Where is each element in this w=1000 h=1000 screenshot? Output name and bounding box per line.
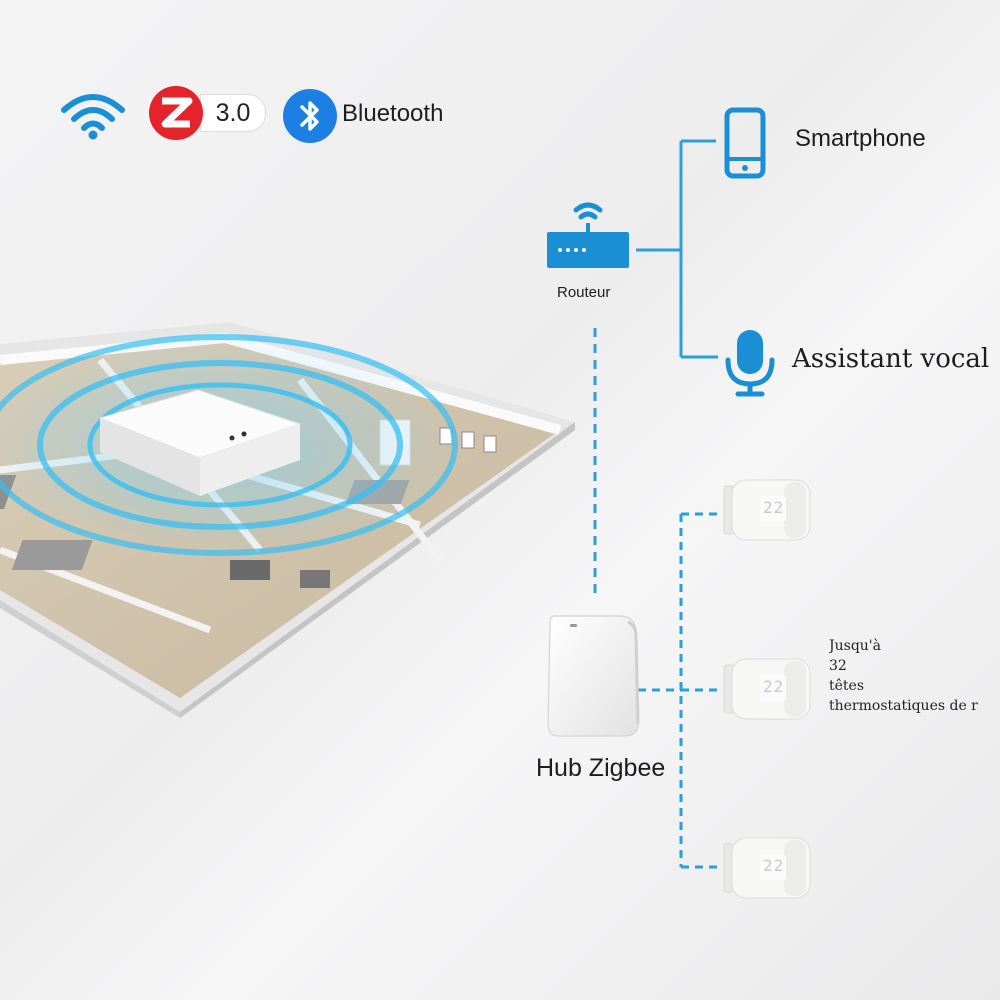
thermostat-icon [723,479,811,541]
hub-label: Hub Zigbee [536,754,666,782]
caption-line: thermostatiques de r [829,698,978,714]
thermostat-display: 22 [763,856,785,875]
house-floorplan-illustration [0,322,575,718]
thermostat-display: 22 [763,677,785,696]
router-label: Routeur [557,284,611,301]
router-icon [547,202,629,268]
caption-line: têtes [829,678,865,694]
smartphone-label: Smartphone [795,125,926,152]
thermostat-head-2: 22 [722,657,812,721]
thermostat-icon [723,837,811,899]
bluetooth-label: Bluetooth [342,100,444,127]
bluetooth-icon [283,89,337,143]
thermostat-head-3: 22 [722,836,812,900]
thermostat-caption: Jusqu'à 32 têtes thermostatiques de r [829,636,1000,716]
caption-line: Jusqu'à [829,638,881,654]
thermostat-head-1: 22 [722,478,812,542]
voice-assistant-label: Assistant vocal [792,344,990,374]
zigbee-version-badge: 3.0 [200,94,266,132]
wifi-icon [61,94,125,140]
thermostat-icon [723,658,811,720]
microphone-icon [725,330,775,397]
zigbee-hub-device [547,615,640,737]
smartphone-icon [724,107,766,179]
thermostat-display: 22 [763,498,785,517]
zigbee-icon [149,86,203,140]
caption-line: 32 [829,658,847,674]
